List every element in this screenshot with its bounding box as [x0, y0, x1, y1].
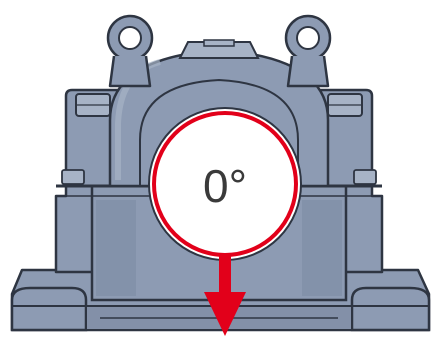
- load-angle-label: 0°: [203, 160, 247, 212]
- lifting-eye-left: [108, 16, 152, 86]
- lifting-eye-right: [286, 16, 330, 86]
